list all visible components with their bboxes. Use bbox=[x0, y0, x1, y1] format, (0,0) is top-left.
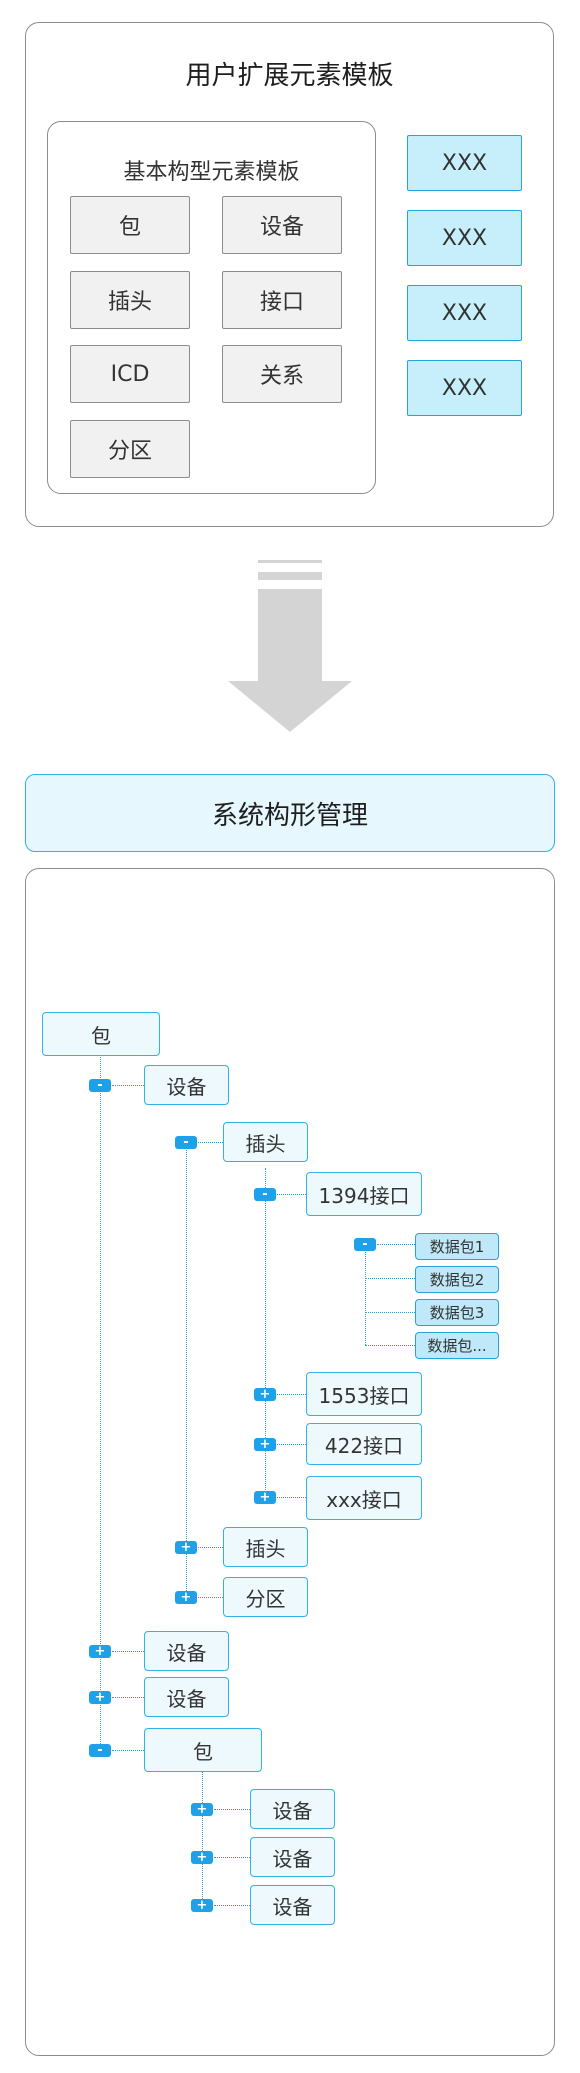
tree-node-package[interactable]: 包 bbox=[42, 1012, 160, 1056]
tree-connector bbox=[277, 1194, 306, 1195]
tree-connector bbox=[112, 1651, 144, 1652]
expand-toggle[interactable]: + bbox=[254, 1491, 276, 1504]
expand-toggle[interactable]: + bbox=[89, 1645, 111, 1658]
tree-connector bbox=[265, 1168, 266, 1496]
tree-node-partition[interactable]: 分区 bbox=[223, 1577, 308, 1617]
expand-toggle[interactable]: + bbox=[191, 1803, 213, 1816]
tree-leaf-data-packet[interactable]: 数据包2 bbox=[415, 1266, 499, 1293]
tree-connector bbox=[365, 1312, 415, 1313]
extension-item[interactable]: XXX bbox=[407, 360, 522, 416]
tree-connector bbox=[365, 1243, 366, 1345]
template-item-partition[interactable]: 分区 bbox=[70, 420, 190, 478]
tree-connector bbox=[214, 1809, 250, 1810]
expand-toggle[interactable]: + bbox=[175, 1541, 197, 1554]
expand-toggle[interactable]: + bbox=[191, 1851, 213, 1864]
tree-connector bbox=[100, 1050, 101, 1750]
template-item-relation[interactable]: 关系 bbox=[222, 345, 342, 403]
tree-connector bbox=[112, 1085, 144, 1086]
extension-item[interactable]: XXX bbox=[407, 135, 522, 191]
tree-node-device[interactable]: 设备 bbox=[250, 1885, 335, 1925]
tree-connector bbox=[186, 1142, 187, 1597]
template-item-icd[interactable]: ICD bbox=[70, 345, 190, 403]
system-configuration-management-title: 系统构形管理 bbox=[25, 774, 555, 852]
tree-connector bbox=[365, 1278, 415, 1279]
user-extension-template-title: 用户扩展元素模板 bbox=[185, 61, 394, 91]
expand-toggle[interactable]: + bbox=[89, 1691, 111, 1704]
tree-node-interface-xxx[interactable]: xxx接口 bbox=[306, 1476, 422, 1520]
down-arrow-icon bbox=[228, 560, 352, 732]
tree-node-device[interactable]: 设备 bbox=[250, 1837, 335, 1877]
expand-toggle[interactable]: + bbox=[254, 1438, 276, 1451]
tree-node-interface-1553[interactable]: 1553接口 bbox=[306, 1372, 422, 1416]
collapse-toggle[interactable]: - bbox=[89, 1744, 111, 1757]
tree-connector bbox=[198, 1142, 223, 1143]
expand-toggle[interactable]: + bbox=[191, 1899, 213, 1912]
tree-connector bbox=[198, 1597, 223, 1598]
tree-connector bbox=[277, 1444, 306, 1445]
tree-leaf-data-packet[interactable]: 数据包3 bbox=[415, 1299, 499, 1326]
tree-connector bbox=[214, 1857, 250, 1858]
tree-node-device[interactable]: 设备 bbox=[250, 1789, 335, 1829]
tree-node-device[interactable]: 设备 bbox=[144, 1631, 229, 1671]
template-item-plug[interactable]: 插头 bbox=[70, 271, 190, 329]
tree-leaf-data-packet[interactable]: 数据包1 bbox=[415, 1233, 499, 1260]
tree-connector bbox=[377, 1244, 415, 1245]
tree-connector bbox=[277, 1497, 306, 1498]
tree-connector bbox=[365, 1345, 415, 1346]
template-item-package[interactable]: 包 bbox=[70, 196, 190, 254]
tree-connector bbox=[202, 1755, 203, 1905]
extension-item[interactable]: XXX bbox=[407, 210, 522, 266]
collapse-toggle[interactable]: - bbox=[354, 1238, 376, 1251]
tree-node-plug[interactable]: 插头 bbox=[223, 1122, 308, 1162]
tree-connector bbox=[214, 1905, 250, 1906]
tree-node-device[interactable]: 设备 bbox=[144, 1677, 229, 1717]
collapse-toggle[interactable]: - bbox=[175, 1136, 197, 1149]
extension-item[interactable]: XXX bbox=[407, 285, 522, 341]
collapse-toggle[interactable]: - bbox=[89, 1079, 111, 1092]
collapse-toggle[interactable]: - bbox=[254, 1188, 276, 1201]
tree-connector bbox=[112, 1697, 144, 1698]
tree-connector bbox=[112, 1750, 144, 1751]
template-item-device[interactable]: 设备 bbox=[222, 196, 342, 254]
tree-node-interface-1394[interactable]: 1394接口 bbox=[306, 1172, 422, 1216]
expand-toggle[interactable]: + bbox=[254, 1388, 276, 1401]
configuration-tree-panel bbox=[25, 868, 555, 2056]
tree-leaf-data-packet[interactable]: 数据包... bbox=[415, 1332, 499, 1359]
basic-template-title: 基本构型元素模板 bbox=[123, 160, 300, 185]
expand-toggle[interactable]: + bbox=[175, 1591, 197, 1604]
tree-node-interface-422[interactable]: 422接口 bbox=[306, 1423, 422, 1465]
tree-connector bbox=[198, 1547, 223, 1548]
tree-node-plug[interactable]: 插头 bbox=[223, 1527, 308, 1567]
tree-node-device[interactable]: 设备 bbox=[144, 1065, 229, 1105]
tree-node-package[interactable]: 包 bbox=[144, 1728, 262, 1772]
tree-connector bbox=[277, 1394, 306, 1395]
template-item-interface[interactable]: 接口 bbox=[222, 271, 342, 329]
